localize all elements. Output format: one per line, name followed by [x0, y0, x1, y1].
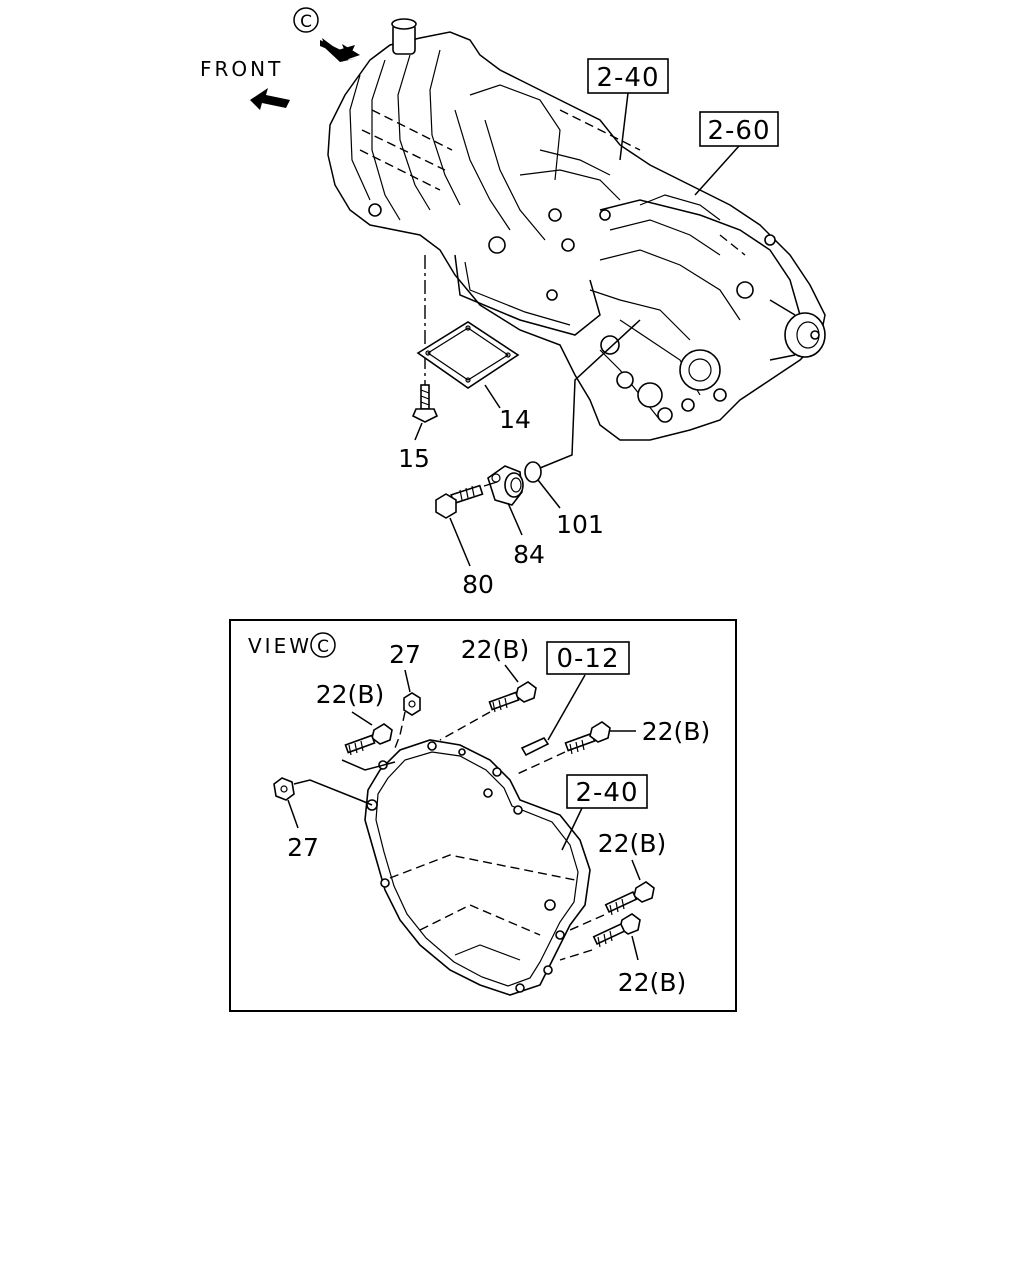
ref-box-2-40-top: 2-40: [587, 58, 669, 94]
view-direction-arrow-icon: [320, 38, 360, 62]
callout-84: 84: [513, 540, 545, 569]
view-c-marker: C: [293, 7, 319, 33]
view-c-inset: VIEW C 27: [229, 619, 737, 1012]
callout-80: 80: [462, 570, 494, 599]
view-c-letter: C: [300, 12, 312, 32]
ref-box-0-12: 0-12: [520, 641, 630, 757]
callout-22b-mid: 22(B): [598, 829, 666, 858]
front-label: FRONT: [200, 57, 283, 81]
part-14-cover-gasket: 14: [416, 255, 531, 434]
callout-22b-bottom: 22(B): [618, 968, 686, 997]
callout-22b-left: 22(B): [316, 680, 384, 709]
callout-27-bottom: 27: [287, 833, 319, 862]
callout-101: 101: [556, 510, 604, 539]
ref-box-2-60: 2-60: [699, 111, 779, 147]
view-c-inset-letter: C: [317, 637, 329, 657]
callout-22b-right: 22(B): [642, 717, 710, 746]
view-c-title: VIEW: [248, 634, 312, 658]
callout-14: 14: [499, 405, 531, 434]
ref-2-40-inset-label: 2-40: [575, 778, 638, 808]
ref-0-12-label: 0-12: [556, 644, 619, 674]
part-15-bolt: 15: [398, 384, 439, 473]
part-101-o-ring: 101: [524, 461, 604, 539]
callout-15: 15: [398, 444, 430, 473]
part-27-nut-left: 27: [273, 777, 373, 862]
callout-27-top: 27: [389, 640, 421, 669]
part-22b-bolt-mid: 22(B): [569, 829, 666, 931]
part-22b-bolt-top: 22(B): [439, 635, 537, 741]
part-80-bolt: 80: [435, 481, 498, 599]
ref-2-40-top-label: 2-40: [596, 63, 659, 93]
part-84-flange: 84: [487, 465, 545, 569]
transmission-assembly: [327, 18, 826, 469]
front-arrow-icon: [250, 88, 290, 110]
part-22b-bolt-right: 22(B): [514, 717, 710, 776]
ref-box-2-40-inset: 2-40: [561, 774, 648, 851]
part-27-nut-top: 27: [389, 640, 421, 749]
part-22b-bolt-bottom: 22(B): [559, 913, 686, 997]
ref-2-60-label: 2-60: [707, 116, 770, 146]
part-22b-bolt-left: 22(B): [316, 680, 396, 771]
callout-22b-top: 22(B): [461, 635, 529, 664]
